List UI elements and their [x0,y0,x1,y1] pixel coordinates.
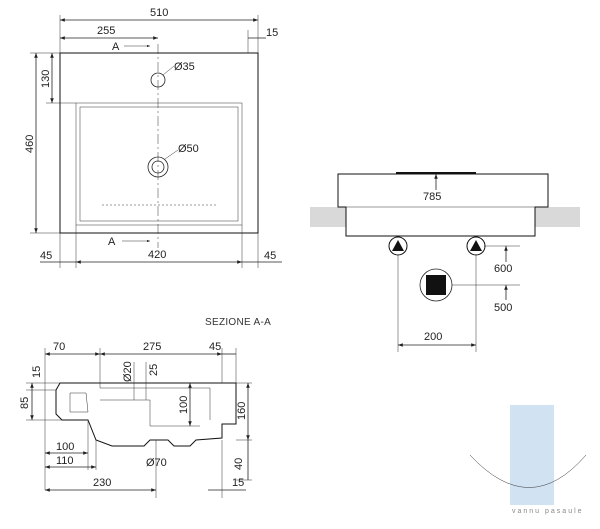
dim-70: 70 [53,341,65,353]
tap-hole-label: Ø35 [174,61,195,73]
dim-600: 600 [494,263,512,275]
dim-785: 785 [423,191,441,203]
valve-cold-symbol [392,240,404,251]
section-mark-top: A [112,41,120,53]
dim-200: 200 [424,331,442,343]
dim-230: 230 [93,477,111,489]
dim-160: 160 [236,402,248,420]
dim-15-section: 15 [31,366,43,378]
dim-40: 40 [233,458,245,470]
brand-logo: vannu pasaule [469,405,587,515]
logo-arc [469,454,587,488]
elevation-view: 785 600 500 200 [310,172,580,352]
dim-130: 130 [40,70,52,88]
valve-hot-symbol [470,240,482,251]
dim-d20: Ø20 [122,361,134,382]
dim-85: 85 [19,397,31,409]
drain-symbol [426,275,446,295]
dim-275: 275 [143,341,161,353]
basin-front [337,173,549,237]
dim-45-left: 45 [40,250,52,262]
dim-d70: Ø70 [146,457,167,469]
dim-45-section: 45 [209,341,221,353]
dim-255: 255 [97,25,115,37]
dim-510: 510 [150,7,168,19]
bowl-inner [79,106,239,222]
dim-45-right: 45 [264,250,276,262]
section-mark-bottom: A [108,236,116,248]
logo-bar [510,405,554,505]
dim-460: 460 [24,135,36,153]
dim-100-h: 100 [56,441,74,453]
top-view: 510 255 15 A Ø35 Ø50 130 460 A [24,7,282,268]
dim-15-bottom: 15 [232,477,244,489]
drain-label: Ø50 [178,143,199,155]
dim-500: 500 [494,302,512,314]
basin-outline [59,52,259,234]
section-title: SEZIONE A-A [205,317,271,328]
dim-25: 25 [148,364,160,376]
dim-100-v: 100 [178,396,190,414]
section-view: SEZIONE A-A 70 275 45 15 85 Ø20 25 100 [19,317,271,498]
logo-text: vannu pasaule [512,508,584,515]
dim-420: 420 [148,249,166,261]
bowl-outer [75,102,243,226]
dim-110: 110 [56,455,74,467]
dim-15-top: 15 [266,27,278,39]
